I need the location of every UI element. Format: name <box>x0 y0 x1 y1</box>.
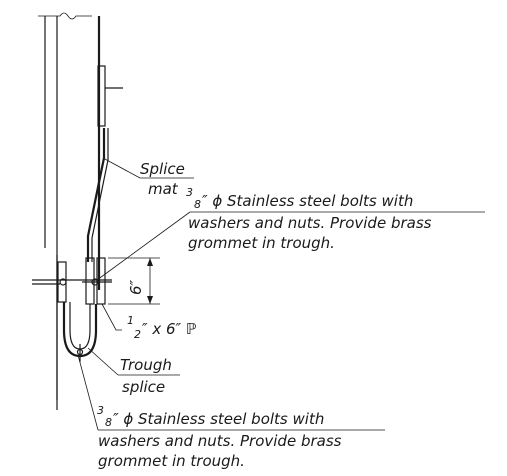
leader-trough <box>87 347 119 376</box>
top-bolts-line1: ″ ϕ Stainless steel bolts with <box>202 192 413 210</box>
top-fraction-den: 8 <box>194 198 201 211</box>
splice-mat-diagonal <box>86 128 106 262</box>
top-bolts-line2: washers and nuts. Provide brass <box>188 214 432 232</box>
top-bolts-line3: grommet in trough. <box>188 234 335 252</box>
leader-top-bolts <box>96 211 191 281</box>
bottom-fraction-num: 3 <box>97 404 104 417</box>
plate-fraction-num: 1 <box>127 314 134 327</box>
splice-mat-diagonal-2 <box>91 128 109 262</box>
plate-fraction-den: 2 <box>134 328 141 341</box>
leader-splice-mat <box>102 157 141 179</box>
leader-bottom-bolts <box>77 354 99 431</box>
label-splice-lower: splice <box>122 378 165 396</box>
label-mat: mat <box>148 180 179 198</box>
dimension-label: 6″ <box>127 279 145 295</box>
label-trough: Trough <box>120 356 172 374</box>
lower-plate-right-2 <box>96 257 106 305</box>
bottom-fraction-den: 8 <box>105 416 112 429</box>
label-splice: Splice <box>140 160 185 178</box>
bottom-bolts-line1: ″ ϕ Stainless steel bolts with <box>113 410 324 428</box>
bolt-head-left <box>59 278 67 286</box>
bottom-bolts-line2: washers and nuts. Provide brass <box>98 432 342 450</box>
break-line <box>38 12 92 20</box>
bottom-bolts-line3: grommet in trough. <box>98 452 245 470</box>
plate-label: ″ x 6″ ℙ <box>142 320 196 338</box>
dim-arrow-bottom <box>147 296 153 304</box>
bolt-head-right <box>91 278 99 286</box>
trough-bolt-head <box>76 348 84 356</box>
trough-u-inner <box>69 302 91 350</box>
top-fraction-num: 3 <box>186 186 193 199</box>
dim-arrow-top <box>147 258 153 266</box>
upper-plate <box>97 65 106 127</box>
leader-plate <box>101 303 122 331</box>
lower-plate-left <box>57 261 67 303</box>
